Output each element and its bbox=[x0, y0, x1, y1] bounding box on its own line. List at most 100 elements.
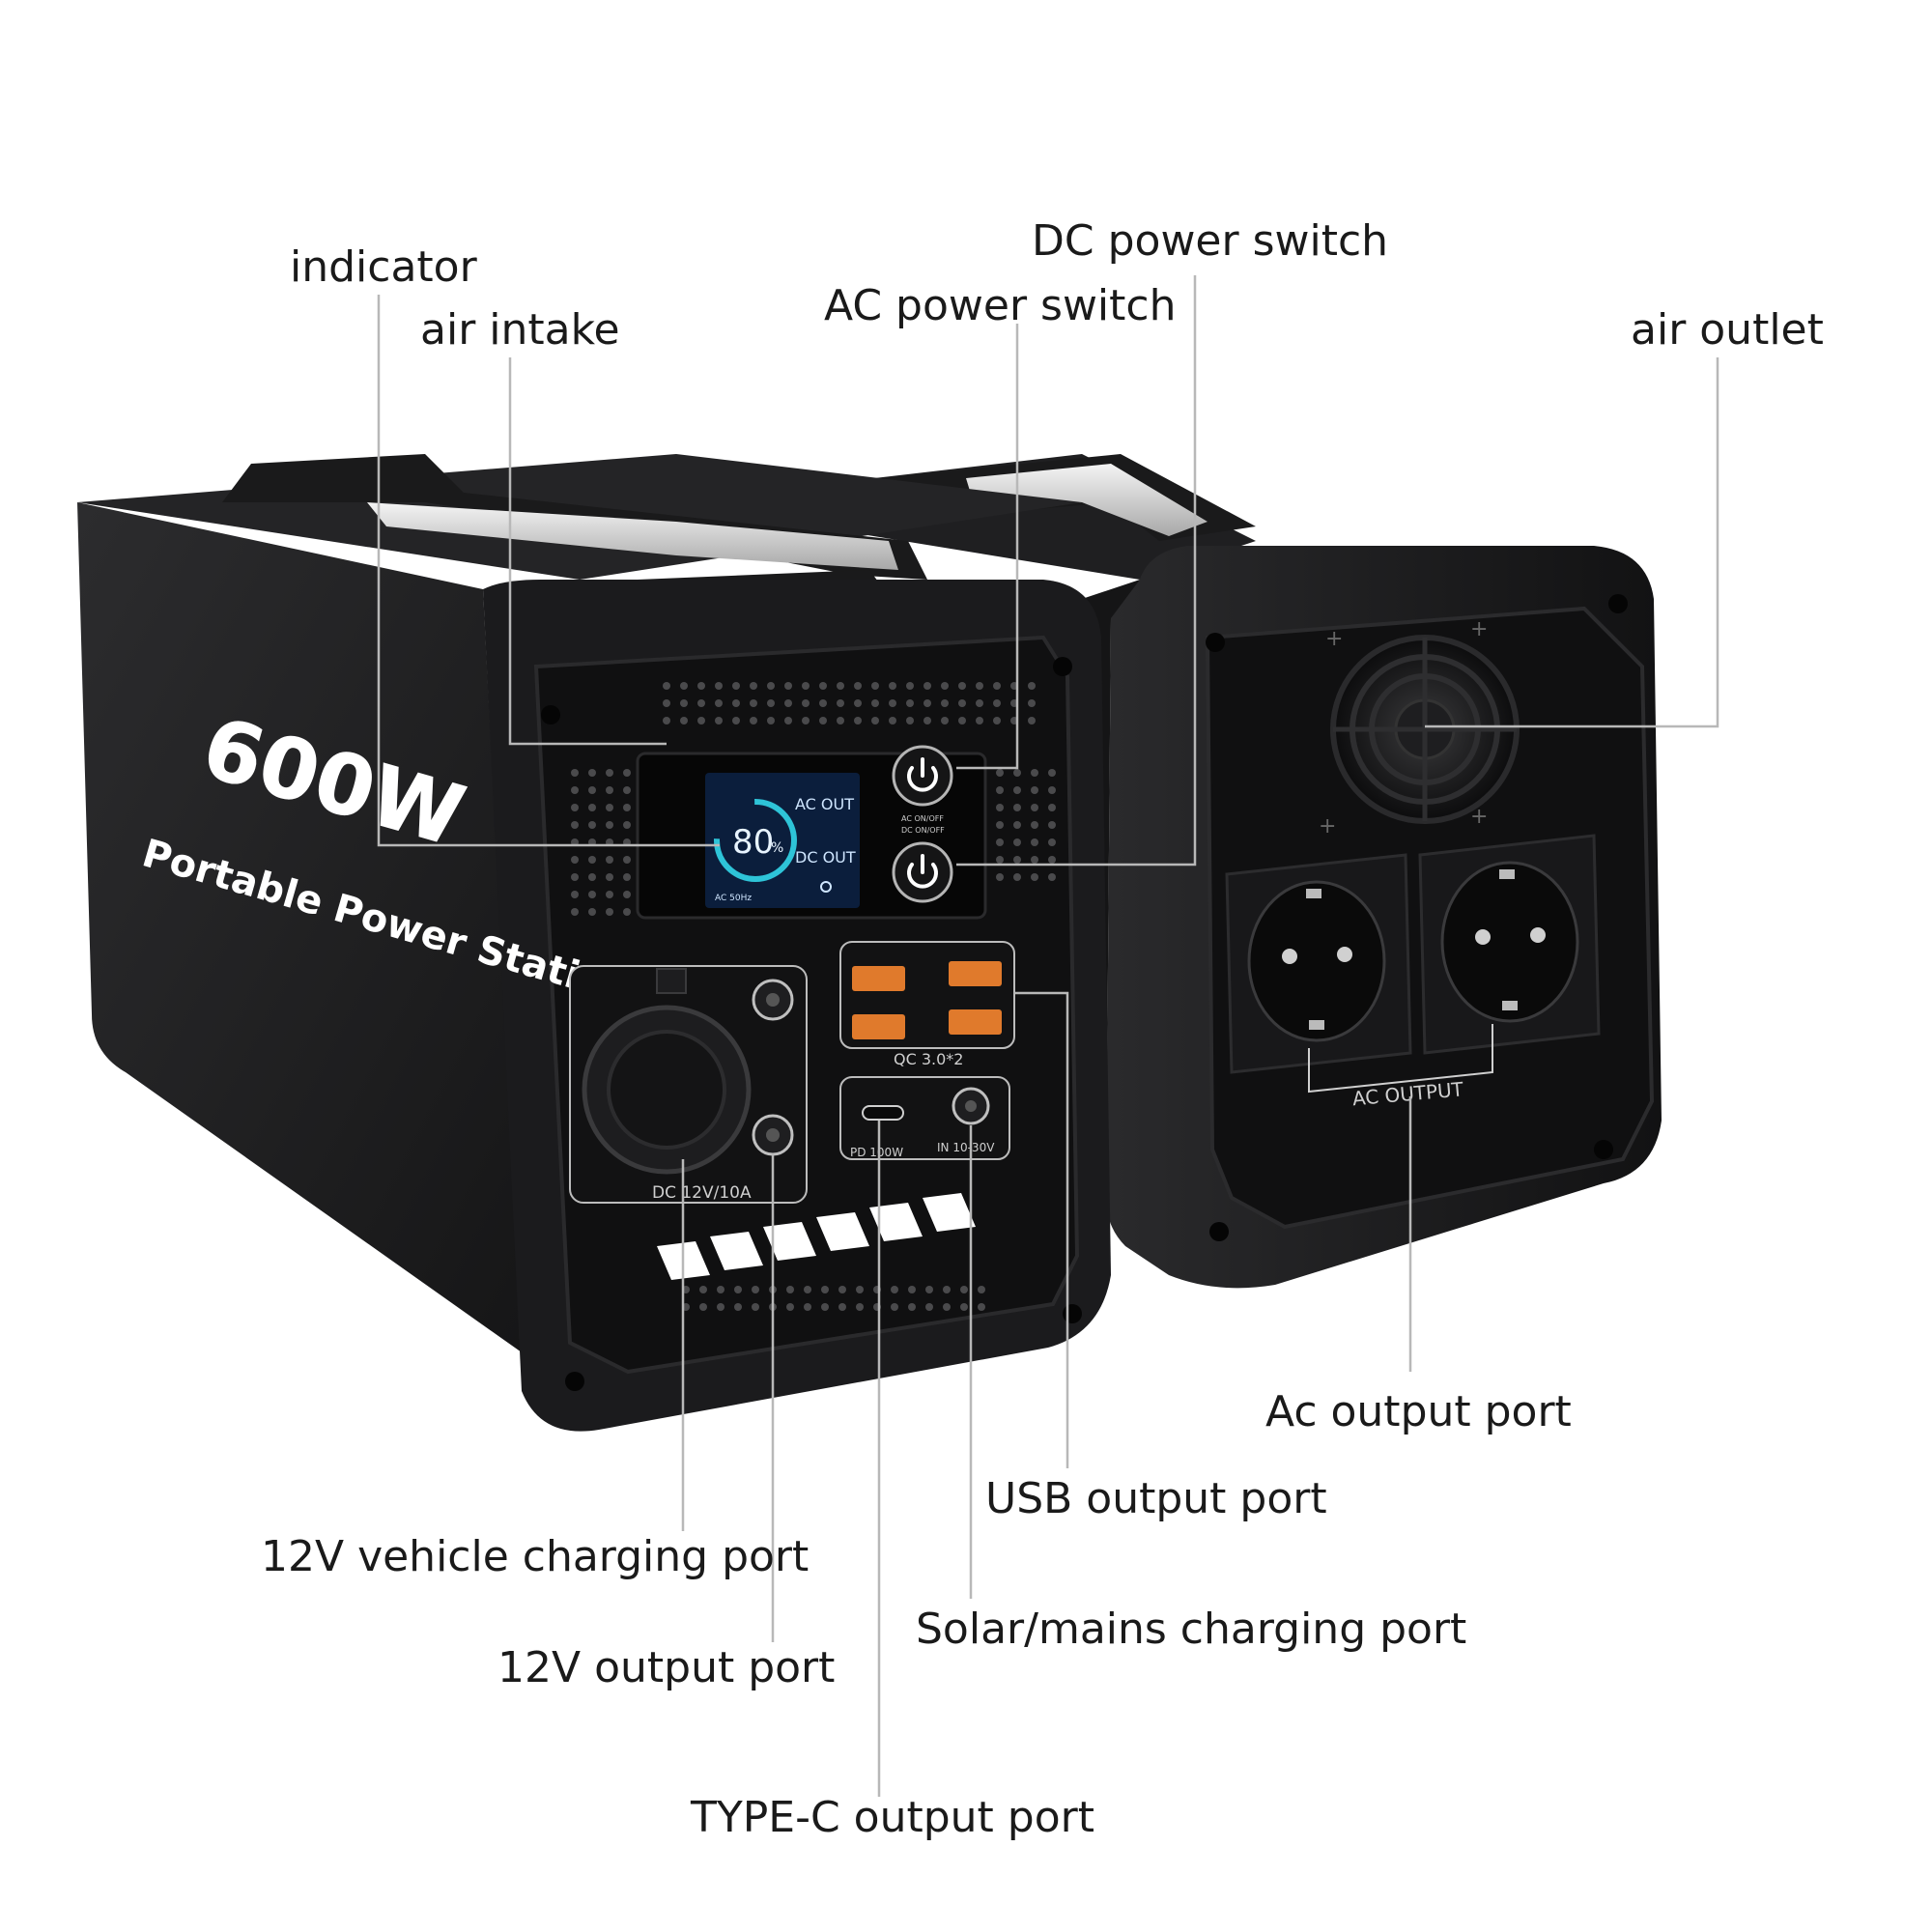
usb-panel-label: QC 3.0*2 bbox=[894, 1050, 963, 1068]
display-footer: AC 50Hz bbox=[715, 894, 752, 903]
vent-hole bbox=[943, 1286, 951, 1293]
vent-hole bbox=[976, 717, 983, 724]
vent-hole bbox=[838, 1303, 846, 1311]
right-unit-handle bbox=[831, 454, 1256, 541]
vent-hole bbox=[856, 1303, 864, 1311]
vent-hole bbox=[752, 1286, 759, 1293]
vent-hole bbox=[588, 821, 596, 829]
vent-hole bbox=[856, 1286, 864, 1293]
vent-hole bbox=[908, 1303, 916, 1311]
vent-hole bbox=[606, 769, 613, 777]
vent-hole bbox=[715, 682, 723, 690]
vent-hole bbox=[1013, 786, 1021, 794]
typec-panel-label: PD 100W bbox=[850, 1146, 903, 1159]
display-ac-out: AC OUT bbox=[795, 795, 854, 813]
vent-hole bbox=[802, 699, 810, 707]
vent-hole bbox=[837, 699, 844, 707]
vent-hole bbox=[571, 873, 579, 881]
vent-hole bbox=[1031, 838, 1038, 846]
vent-hole bbox=[891, 1303, 898, 1311]
vent-hole bbox=[588, 786, 596, 794]
vent-hole bbox=[996, 804, 1004, 811]
vent-hole bbox=[958, 682, 966, 690]
vent-hole bbox=[623, 908, 631, 916]
fan-icon: + + + + bbox=[1319, 617, 1520, 838]
callout-indicator: indicator bbox=[290, 242, 477, 292]
vent-hole bbox=[588, 908, 596, 916]
vent-hole bbox=[767, 717, 775, 724]
vent-hole bbox=[891, 1286, 898, 1293]
vent-hole bbox=[1031, 804, 1038, 811]
vent-hole bbox=[854, 717, 862, 724]
vent-hole bbox=[854, 682, 862, 690]
leader-indicator bbox=[377, 295, 720, 847]
vent-hole bbox=[821, 1286, 829, 1293]
vent-hole bbox=[1048, 838, 1056, 846]
vent-hole bbox=[697, 682, 705, 690]
vent-hole bbox=[941, 717, 949, 724]
vent-hole bbox=[960, 1303, 968, 1311]
leader-usb bbox=[1014, 991, 1069, 1468]
callout-air-outlet: air outlet bbox=[1631, 305, 1824, 355]
vent-hole bbox=[732, 699, 740, 707]
battery-percent: 80 bbox=[732, 823, 774, 862]
vent-hole bbox=[993, 699, 1001, 707]
typec-input-panel: PD 100W IN 10-30V bbox=[839, 1076, 1010, 1160]
vent-hole bbox=[889, 699, 896, 707]
vent-hole bbox=[571, 891, 579, 898]
vent-hole bbox=[606, 873, 613, 881]
vent-hole bbox=[978, 1286, 985, 1293]
vent-hole bbox=[819, 717, 827, 724]
vent-hole bbox=[623, 873, 631, 881]
svg-text:+: + bbox=[1319, 814, 1336, 838]
vent-hole bbox=[623, 891, 631, 898]
vent-hole bbox=[906, 699, 914, 707]
leader-ac-switch bbox=[956, 324, 1019, 770]
vent-hole bbox=[734, 1303, 742, 1311]
vent-hole bbox=[908, 1286, 916, 1293]
vent-hole bbox=[663, 717, 670, 724]
vent-hole bbox=[680, 717, 688, 724]
vent-hole bbox=[606, 786, 613, 794]
vent-hole bbox=[923, 682, 931, 690]
vent-hole bbox=[606, 856, 613, 864]
vent-hole bbox=[941, 699, 949, 707]
right-unit: + + + + AC OUTPUT bbox=[667, 454, 1662, 1289]
callout-dc-power-switch: DC power switch bbox=[1032, 216, 1389, 266]
leader-air-outlet bbox=[1425, 357, 1719, 728]
vent-hole bbox=[871, 699, 879, 707]
vent-hole bbox=[996, 873, 1004, 881]
vent-hole bbox=[786, 1303, 794, 1311]
vent-hole bbox=[1048, 873, 1056, 881]
vent-hole bbox=[923, 699, 931, 707]
vent-hole bbox=[821, 1303, 829, 1311]
callout-ac-power-switch: AC power switch bbox=[824, 281, 1177, 330]
vent-hole bbox=[854, 699, 862, 707]
vent-hole bbox=[978, 1303, 985, 1311]
vent-hole bbox=[1028, 717, 1036, 724]
vent-hole bbox=[1048, 856, 1056, 864]
vent-hole bbox=[588, 856, 596, 864]
vent-hole bbox=[804, 1286, 811, 1293]
vent-hole bbox=[1013, 804, 1021, 811]
svg-text:+: + bbox=[1470, 617, 1488, 641]
vent-hole bbox=[925, 1286, 933, 1293]
ac-socket-right bbox=[1418, 834, 1601, 1055]
vent-hole bbox=[680, 682, 688, 690]
vent-hole bbox=[732, 682, 740, 690]
vent-hole bbox=[663, 682, 670, 690]
vent-hole bbox=[588, 769, 596, 777]
leader-dc-switch bbox=[956, 275, 1197, 867]
vent-hole bbox=[750, 717, 757, 724]
vent-hole bbox=[571, 821, 579, 829]
dc-power-button[interactable]: DC ON/OFF bbox=[892, 826, 953, 903]
vent-hole bbox=[623, 821, 631, 829]
vent-hole bbox=[588, 873, 596, 881]
vent-hole bbox=[784, 717, 792, 724]
leader-lines bbox=[377, 275, 1719, 1797]
vent-hole bbox=[993, 682, 1001, 690]
usb-port-panel: QC 3.0*2 bbox=[839, 941, 1015, 1068]
ac-power-button[interactable]: AC ON/OFF bbox=[892, 745, 953, 823]
ac-switch-label: AC ON/OFF bbox=[901, 814, 944, 823]
vent-hole bbox=[588, 804, 596, 811]
